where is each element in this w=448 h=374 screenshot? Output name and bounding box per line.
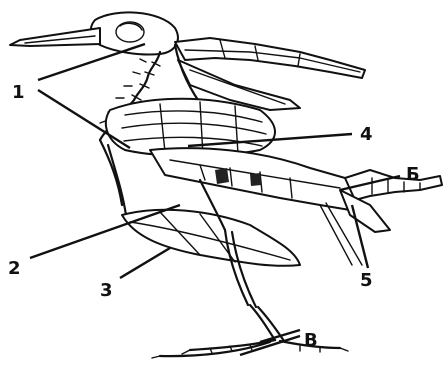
label-1: 1 [12,82,25,103]
label-2: 2 [8,258,21,279]
label-4: 4 [360,124,373,145]
label-5: 5 [360,270,373,291]
feet [152,340,348,358]
beak [10,28,100,46]
sternum-keel [122,210,300,266]
label-3: 3 [100,280,113,301]
leader-3 [120,248,170,278]
leader-1 [38,44,145,80]
pelvis [150,148,360,210]
label-V: В [304,330,318,351]
label-B: Б [406,164,420,185]
